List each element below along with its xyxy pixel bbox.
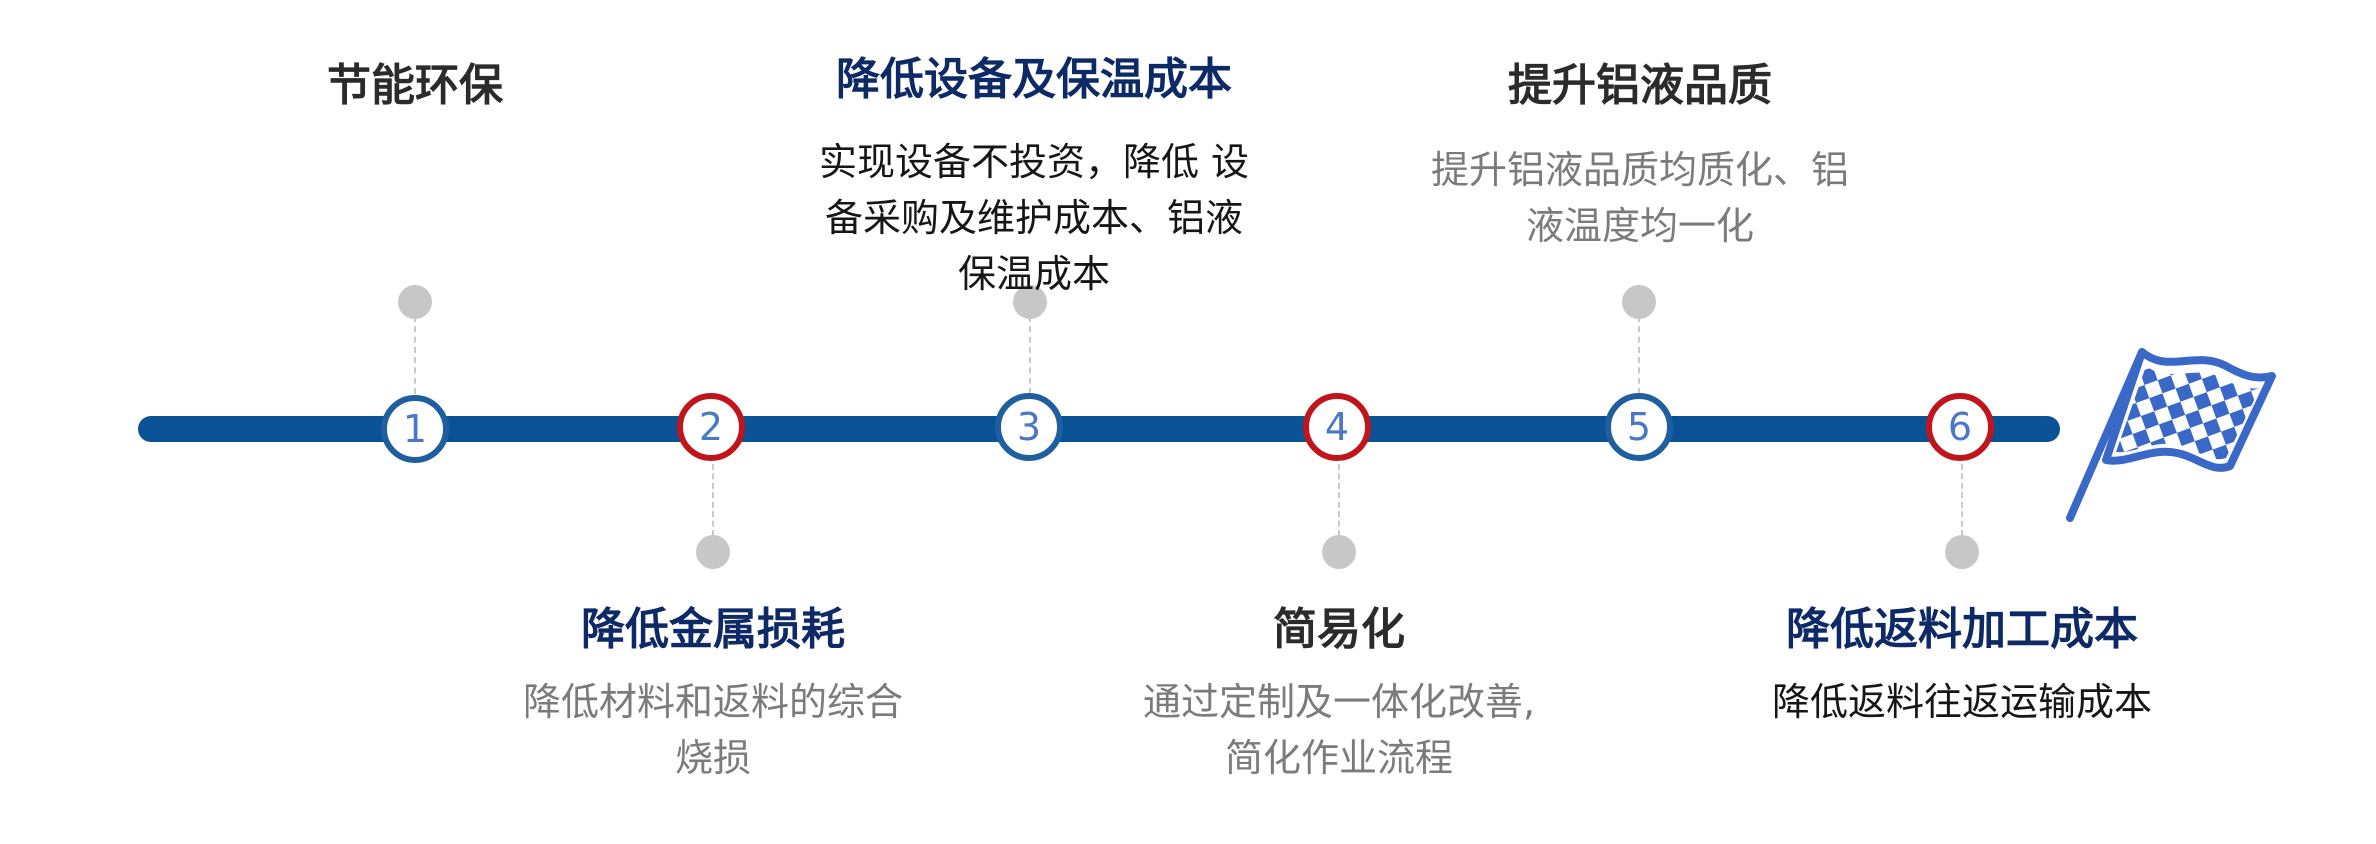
checkered-flag-icon [2066, 348, 2276, 522]
step-block-4: 简易化 通过定制及一体化改善, 简化作业流程 [1114, 602, 1564, 786]
marker-dot-3 [1013, 285, 1047, 319]
step-node-3: 3 [995, 393, 1063, 461]
step-number-6: 6 [1947, 405, 1973, 449]
step-desc-6: 降低返料往返运输成本 [1722, 674, 2202, 730]
step-number-3: 3 [1016, 405, 1042, 449]
step-node-4: 4 [1303, 393, 1371, 461]
step-desc-5-line-1: 提升铝液品质均质化、铝 [1430, 148, 1849, 192]
step-title-4: 简易化 [1273, 604, 1405, 655]
step-block-1: 节能环保 [195, 58, 635, 114]
step-desc-3-line-1: 实现设备不投资，降低 设 [818, 140, 1250, 184]
step-desc-4: 通过定制及一体化改善, 简化作业流程 [1114, 674, 1564, 786]
step-desc-5: 提升铝液品质均质化、铝 液温度均一化 [1415, 142, 1865, 254]
step-node-2: 2 [677, 393, 745, 461]
marker-dot-5 [1622, 285, 1656, 319]
step-block-3: 降低设备及保温成本 实现设备不投资，降低 设 备采购及维护成本、铝液 保温成本 [814, 52, 1254, 302]
marker-dot-2 [696, 535, 730, 569]
connector-2 [712, 464, 714, 536]
marker-dot-1 [398, 285, 432, 319]
step-desc-6-line-1: 降低返料往返运输成本 [1771, 680, 2152, 724]
step-number-1: 1 [402, 407, 428, 451]
step-number-5: 5 [1626, 405, 1652, 449]
step-title-2: 降低金属损耗 [581, 604, 845, 655]
connector-1 [414, 316, 416, 394]
step-number-2: 2 [698, 405, 724, 449]
step-desc-3: 实现设备不投资，降低 设 备采购及维护成本、铝液 保温成本 [814, 134, 1254, 302]
step-desc-2-line-2: 烧损 [674, 736, 751, 780]
step-desc-4-line-2: 简化作业流程 [1224, 736, 1453, 780]
step-desc-2-line-1: 降低材料和返料的综合 [522, 680, 903, 724]
step-block-6: 降低返料加工成本 降低返料往返运输成本 [1722, 602, 2202, 730]
step-node-6: 6 [1926, 393, 1994, 461]
step-title-1: 节能环保 [327, 60, 503, 111]
step-title-5: 提升铝液品质 [1508, 60, 1772, 111]
connector-3 [1029, 316, 1031, 394]
step-node-5: 5 [1605, 393, 1673, 461]
step-desc-5-line-2: 液温度均一化 [1525, 204, 1754, 248]
step-desc-3-line-3: 保温成本 [957, 252, 1110, 296]
marker-dot-6 [1945, 535, 1979, 569]
timeline-bar [138, 416, 2060, 442]
step-desc-3-line-2: 备采购及维护成本、铝液 [824, 196, 1243, 240]
step-block-2: 降低金属损耗 降低材料和返料的综合 烧损 [493, 602, 933, 786]
connector-5 [1638, 316, 1640, 394]
step-block-5: 提升铝液品质 提升铝液品质均质化、铝 液温度均一化 [1415, 58, 1865, 254]
connector-6 [1961, 464, 1963, 536]
step-title-6: 降低返料加工成本 [1786, 604, 2138, 655]
step-number-4: 4 [1324, 405, 1350, 449]
step-desc-4-line-1: 通过定制及一体化改善, [1142, 680, 1536, 724]
step-desc-2: 降低材料和返料的综合 烧损 [493, 674, 933, 786]
marker-dot-4 [1322, 535, 1356, 569]
step-node-1: 1 [381, 395, 449, 463]
step-title-3: 降低设备及保温成本 [836, 54, 1232, 105]
connector-4 [1338, 464, 1340, 536]
